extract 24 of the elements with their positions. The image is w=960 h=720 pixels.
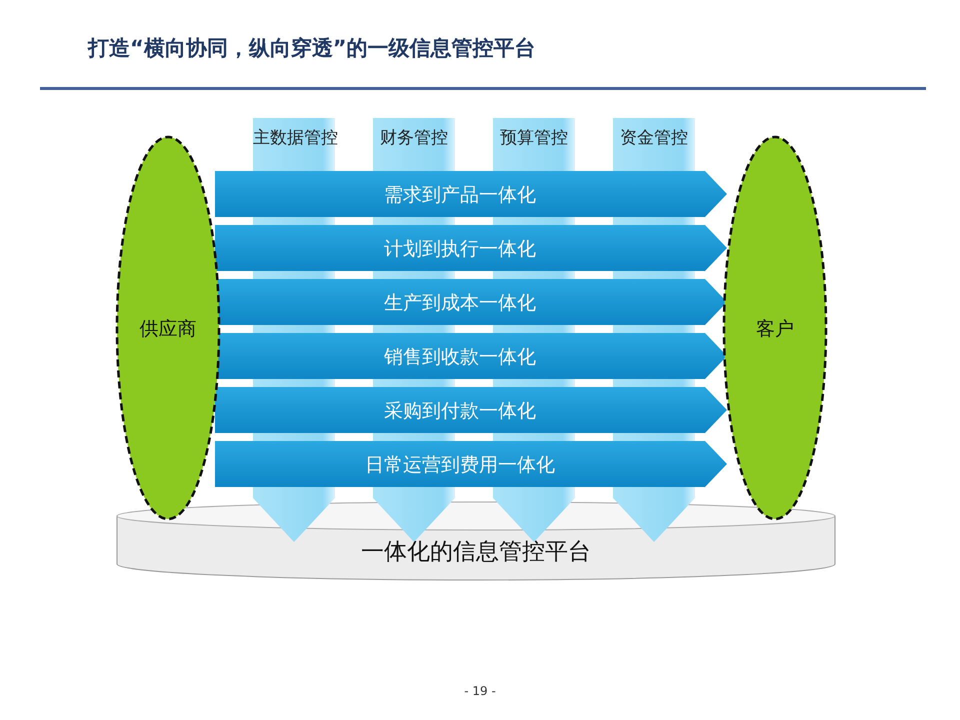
right-arrow-band bbox=[215, 333, 727, 379]
platform-label: 一体化的信息管控平台 bbox=[360, 538, 592, 567]
platform-disc bbox=[115, 500, 837, 582]
band-label: 日常运营到费用一体化 bbox=[364, 453, 556, 478]
band-label: 计划到执行一体化 bbox=[383, 237, 537, 262]
column-label: 财务管控 bbox=[379, 127, 449, 149]
band-label: 销售到收款一体化 bbox=[383, 345, 537, 370]
band-label: 采购到付款一体化 bbox=[383, 399, 537, 424]
band-label: 需求到产品一体化 bbox=[383, 183, 537, 208]
column-label: 资金管控 bbox=[619, 127, 689, 149]
right-arrow-band bbox=[215, 387, 727, 433]
right-arrow-band bbox=[215, 279, 727, 325]
right-arrow-band bbox=[215, 225, 727, 271]
column-label: 主数据管控 bbox=[253, 127, 335, 149]
band-label: 生产到成本一体化 bbox=[383, 291, 537, 316]
ellipse-label: 供应商 bbox=[138, 317, 198, 342]
right-arrow-band bbox=[215, 171, 727, 217]
column-label: 预算管控 bbox=[499, 127, 569, 149]
page-number: - 19 - bbox=[463, 684, 497, 698]
dashed-ellipse bbox=[115, 135, 221, 521]
dashed-ellipse bbox=[722, 135, 828, 521]
ellipse-label: 客户 bbox=[755, 317, 795, 342]
right-arrow-band bbox=[215, 441, 727, 487]
slide-title: 打造“横向协同，纵向穿透”的一级信息管控平台 bbox=[88, 35, 536, 62]
